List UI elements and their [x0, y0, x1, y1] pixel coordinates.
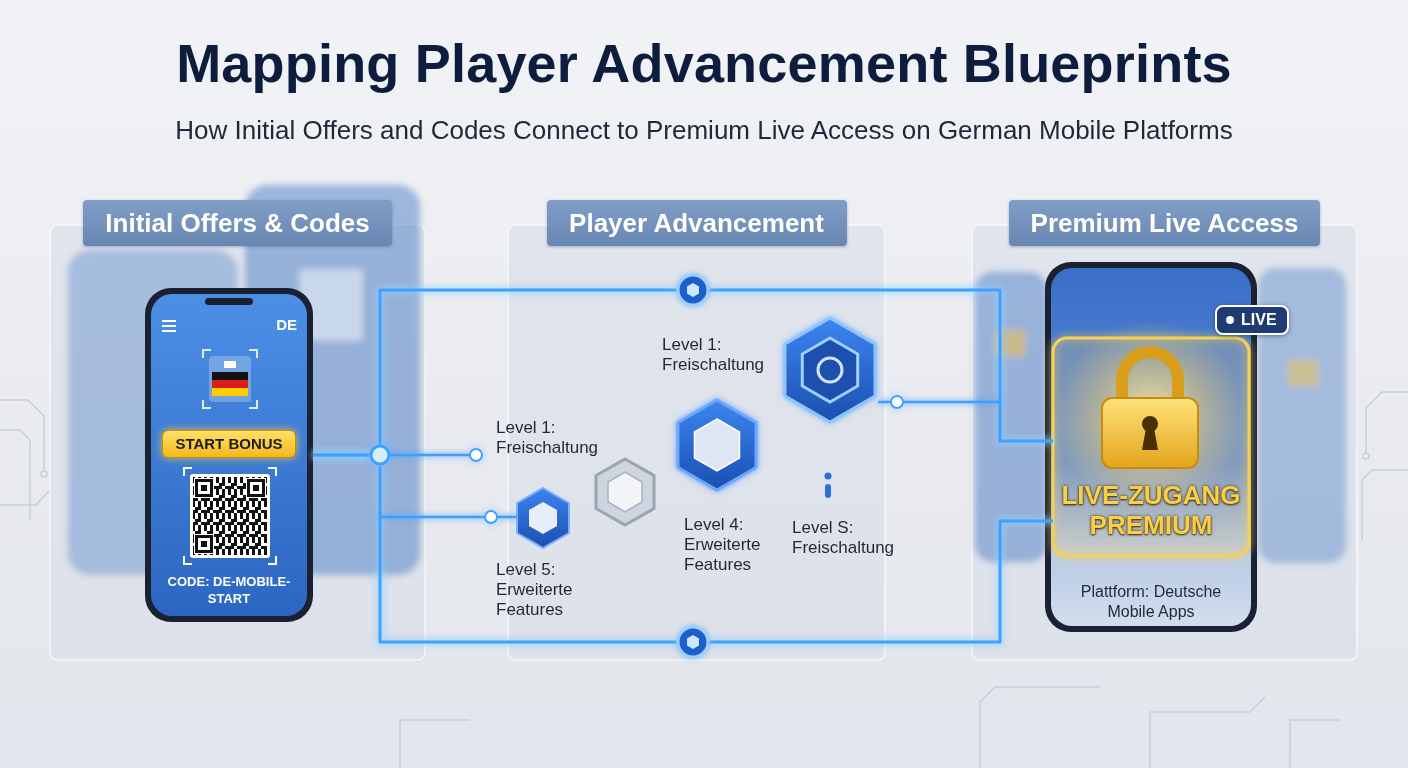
flow-connector — [313, 455, 1053, 642]
qr-code — [195, 535, 213, 553]
circuit-decoration — [0, 430, 30, 520]
phone-body — [151, 294, 307, 616]
junction-dot — [485, 511, 497, 523]
qr-code — [253, 485, 259, 491]
qr-code — [198, 538, 210, 550]
qr-code — [184, 468, 276, 564]
circuit-decoration — [1290, 720, 1340, 768]
qr-code — [201, 541, 207, 547]
premium-card: LIVE-ZUGANG PREMIUM Plattform: Deutsche M… — [1053, 340, 1249, 622]
stage-panel: Initial Offers & CodesDECODE: DE-MOBILE-… — [50, 225, 425, 660]
qr-code — [194, 478, 214, 498]
padlock-icon — [1142, 428, 1158, 450]
card-title: LIVE-ZUGANG PREMIUM — [1057, 480, 1245, 540]
padlock-icon — [1122, 352, 1178, 402]
connector-glow — [313, 290, 1053, 455]
level-badge — [517, 488, 569, 548]
premium-phone — [1053, 338, 1249, 556]
level-badge — [517, 318, 875, 548]
level-badge — [596, 459, 654, 525]
connector-line — [313, 455, 1053, 642]
level-label: Level 5: Erweiterte Features — [496, 560, 573, 620]
circuit-decoration — [400, 720, 470, 768]
level-badge — [678, 400, 756, 490]
qr-code — [246, 478, 266, 498]
platform-note: Plattform: Deutsche Mobile Apps — [1057, 582, 1245, 622]
flag-icon — [203, 350, 257, 408]
flag-icon — [212, 388, 248, 396]
flag-icon — [203, 350, 257, 408]
qr-code — [190, 474, 270, 558]
circuit-decoration — [1150, 697, 1265, 768]
junction-dot — [371, 275, 1000, 657]
panel-background — [50, 225, 1357, 660]
qr-code — [193, 477, 267, 555]
level-badge — [785, 318, 875, 422]
live-label: LIVE — [1217, 307, 1287, 333]
qr-code — [195, 479, 213, 497]
panel-heading: Player Advancement — [547, 200, 847, 246]
flag-icon — [212, 372, 248, 380]
circuit-decoration — [0, 400, 44, 470]
promo-code: CODE: DE-MOBILE-START — [161, 573, 297, 607]
blurred-phone — [1288, 360, 1318, 386]
junction-dot — [371, 446, 389, 464]
qr-code — [247, 479, 265, 497]
phone-body — [205, 298, 253, 305]
junction-dot — [891, 396, 903, 408]
qr-code — [194, 534, 214, 554]
flag-icon — [209, 356, 251, 402]
circuit-decoration — [1363, 453, 1369, 459]
padlock-icon — [1102, 352, 1198, 468]
level-badge — [818, 358, 842, 382]
level-badge — [802, 338, 857, 402]
flow-connector — [313, 290, 1053, 455]
qr-code — [250, 482, 262, 494]
junction-dot — [678, 627, 708, 657]
junction-dot — [470, 449, 482, 461]
level-badge — [529, 502, 557, 534]
panel-heading: Initial Offers & Codes — [83, 200, 391, 246]
level-badge — [825, 484, 831, 498]
language-code: DE — [161, 316, 297, 334]
circuit-decoration — [1362, 470, 1408, 540]
circuit-decoration — [0, 490, 50, 505]
circuit-decoration — [980, 687, 1100, 768]
level-badge — [695, 419, 740, 471]
level-label: Level 1: Freischaltung — [662, 335, 764, 375]
connector-line — [313, 290, 1053, 455]
start-button: START BONUS — [162, 430, 296, 458]
flag-icon — [212, 380, 248, 388]
level-badge — [825, 473, 832, 480]
junction-dot — [380, 402, 1000, 517]
circuit-decoration — [1366, 392, 1408, 452]
flag-icon — [224, 361, 236, 368]
padlock-icon — [1102, 398, 1198, 468]
circuit-decoration — [41, 471, 47, 477]
level-badge — [608, 472, 642, 512]
junction-dot — [687, 635, 699, 649]
stage-panel: Premium Live AccessLIVE-ZUGANG PREMIUMPl… — [972, 225, 1357, 660]
phone-body — [145, 288, 313, 622]
level-label: Level S: Freischaltung — [792, 518, 894, 558]
phone-body — [162, 321, 176, 331]
subtitle: How Initial Offers and Codes Connect to … — [0, 114, 1408, 146]
qr-code — [201, 485, 207, 491]
diagram-title: Mapping Player Advancement Blueprints — [0, 33, 1408, 93]
qr-code — [184, 468, 276, 564]
junction-dot — [687, 283, 699, 297]
phone-body — [145, 288, 313, 622]
qr-code — [198, 482, 210, 494]
panel-heading: Premium Live Access — [1009, 200, 1321, 246]
live-badge: LIVE — [1215, 305, 1289, 335]
phone-screen: DE CODE: DE-MOBILE-START START BONUS — [145, 288, 313, 622]
button-label: START BONUS — [163, 431, 295, 457]
level-label: Level 1: Freischaltung — [496, 418, 598, 458]
connector-glow — [313, 455, 1053, 642]
junction-dot — [678, 275, 708, 305]
level-label: Level 4: Erweiterte Features — [684, 515, 761, 575]
